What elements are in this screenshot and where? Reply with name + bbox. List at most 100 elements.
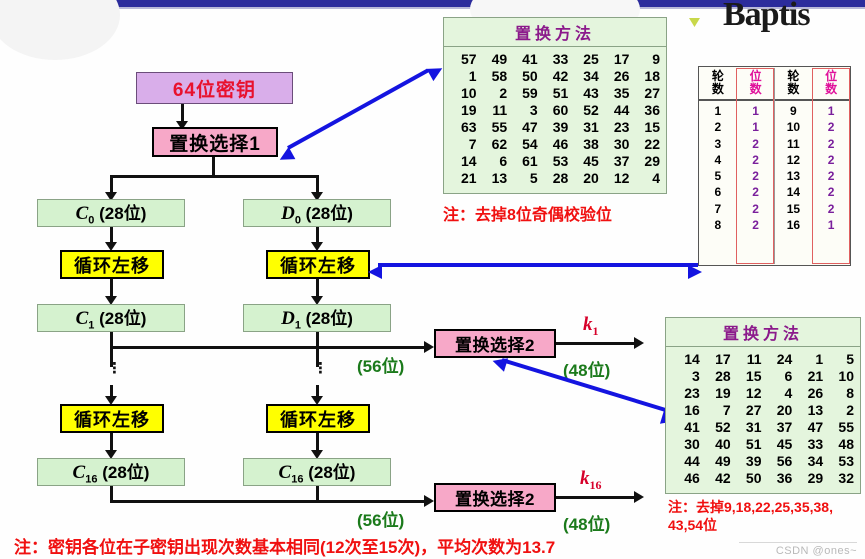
- rounds-table-header-cell: 轮 数: [787, 69, 800, 96]
- c1-label: C1 (28位): [76, 304, 147, 331]
- rounds-table-cell: 13: [786, 169, 801, 184]
- d0-subscript: 0: [294, 214, 301, 227]
- k1-symbol: k: [583, 314, 593, 335]
- d0-label: D0 (28位): [281, 199, 353, 226]
- arrowhead-pc1-to-c0: [105, 192, 117, 201]
- pc2-cell: 28: [715, 368, 731, 384]
- pc1-cell: 63: [460, 119, 477, 135]
- header-partial-title: Baptis: [723, 0, 810, 33]
- rounds-table-cell: 4: [714, 152, 722, 167]
- pc2-cell: 6: [784, 368, 793, 384]
- pc1-cell: 38: [583, 136, 599, 152]
- rounds-table-cell: 11: [787, 136, 800, 151]
- pc2-bottom-label: 置换选择2: [455, 490, 535, 509]
- blue-arrow-pc1-head-box: [276, 146, 296, 166]
- arrowhead-shift2-to-c16-right: [311, 450, 323, 459]
- connector-c1-to-dots: [110, 349, 113, 367]
- pc2-table-title: 置换方法: [666, 318, 860, 347]
- pc1-cell: 44: [613, 102, 630, 118]
- connector-pc2-bottom-out: [556, 496, 637, 499]
- d1-symbol: D: [281, 308, 295, 330]
- rounds-table-cell: 2: [714, 120, 722, 135]
- rounds-table-header-cell: 轮 数: [711, 69, 724, 96]
- pc1-cell: 57: [460, 51, 477, 67]
- c0-subscript: 0: [88, 214, 95, 227]
- arrowhead-k16: [634, 491, 644, 503]
- blue-arrow-shift-line: [378, 263, 698, 267]
- pc2-cell: 42: [715, 470, 731, 486]
- pc2-cell: 4: [784, 385, 793, 401]
- c0-label: C0 (28位): [76, 199, 147, 226]
- pc2-cell: 29: [807, 470, 824, 486]
- pc2-cell: 20: [776, 402, 793, 418]
- pc1-table-note: 注：去掉8位奇偶校验位: [443, 207, 612, 224]
- pc1-cell: 27: [644, 85, 660, 101]
- connector-c0-to-shift1: [110, 227, 113, 245]
- arrowhead-pc1-to-d0: [311, 192, 323, 201]
- rounds-table-highlight-col2: [736, 68, 774, 264]
- shift2-left-box: 循环左移: [60, 404, 164, 433]
- arrowhead-shift2-to-c16-left: [105, 450, 117, 459]
- rounds-table-cell: 6: [714, 185, 722, 200]
- pc1-cell: 20: [583, 170, 599, 186]
- connector-dots-to-shift2-right: [316, 385, 319, 398]
- label-48bit-bottom: (48位): [563, 515, 611, 534]
- c16-right-symbol: C: [278, 462, 292, 484]
- c1-subscript: 1: [88, 319, 95, 332]
- blue-arrow-shift-head-left: [368, 265, 382, 279]
- c16-right-label: C16 (28位): [279, 458, 356, 485]
- rounds-table-cell: 2: [752, 185, 759, 200]
- pc2-bottom-box: 置换选择2: [434, 483, 556, 512]
- arrowhead-k1: [634, 337, 644, 349]
- pc2-cell: 16: [684, 402, 700, 418]
- k1-subscript: 1: [592, 323, 599, 338]
- rounds-table-header-cell: 位 数: [825, 69, 838, 96]
- pc2-cell: 39: [745, 453, 762, 469]
- pc1-cell: 13: [491, 170, 508, 186]
- pc2-cell: 17: [715, 351, 731, 367]
- shift2-right-box: 循环左移: [266, 404, 370, 433]
- label-56bit-bottom: (56位): [357, 511, 405, 530]
- pc1-cell: 25: [583, 51, 599, 67]
- pc1-cell: 58: [491, 68, 508, 84]
- c16-right-subscript: 16: [291, 473, 304, 486]
- pc1-cell: 9: [652, 51, 660, 67]
- pc2-cell: 3: [692, 368, 700, 384]
- pc1-cell: 35: [613, 85, 630, 101]
- pc1-cell: 51: [552, 85, 569, 101]
- ellipsis-left: ⋮: [107, 360, 122, 377]
- rounds-table-cell: 2: [827, 185, 835, 200]
- connector-dots-to-shift2-left: [110, 385, 113, 398]
- blue-arrow-pc1-line: [287, 68, 429, 150]
- k16-symbol: k: [580, 468, 590, 489]
- pc2-cell: 47: [807, 419, 824, 435]
- pc1-cell: 49: [491, 51, 508, 67]
- rounds-table-cell: 1: [827, 218, 835, 233]
- pc1-cell: 22: [644, 136, 660, 152]
- connector-c1-down: [110, 332, 113, 349]
- rounds-table-cell: 5: [714, 169, 722, 184]
- pc1-cell: 43: [583, 85, 599, 101]
- c16-right-box: C16 (28位): [243, 458, 391, 486]
- pc2-cell: 55: [838, 419, 854, 435]
- pc2-cell: 52: [715, 419, 731, 435]
- pc1-cell: 47: [522, 119, 538, 135]
- rounds-table-cell: 2: [827, 201, 835, 216]
- shift2-left-label: 循环左移: [74, 409, 150, 430]
- rounds-table-cell: 1: [752, 120, 759, 135]
- rounds-table-cell: 15: [786, 201, 801, 216]
- shift1-right-label: 循环左移: [280, 255, 356, 276]
- connector-56bit-bus-bottom: [110, 500, 428, 503]
- pc2-cell: 19: [715, 385, 731, 401]
- rounds-table-cell: 2: [827, 120, 835, 135]
- blue-arrow-shift-head-right: [688, 265, 702, 279]
- rounds-table-cell: 1: [714, 104, 722, 118]
- pc2-cell: 48: [838, 436, 854, 452]
- pc2-cell: 53: [838, 453, 854, 469]
- pc1-cell: 52: [583, 102, 599, 118]
- arrowhead-key-to-pc1: [176, 121, 188, 130]
